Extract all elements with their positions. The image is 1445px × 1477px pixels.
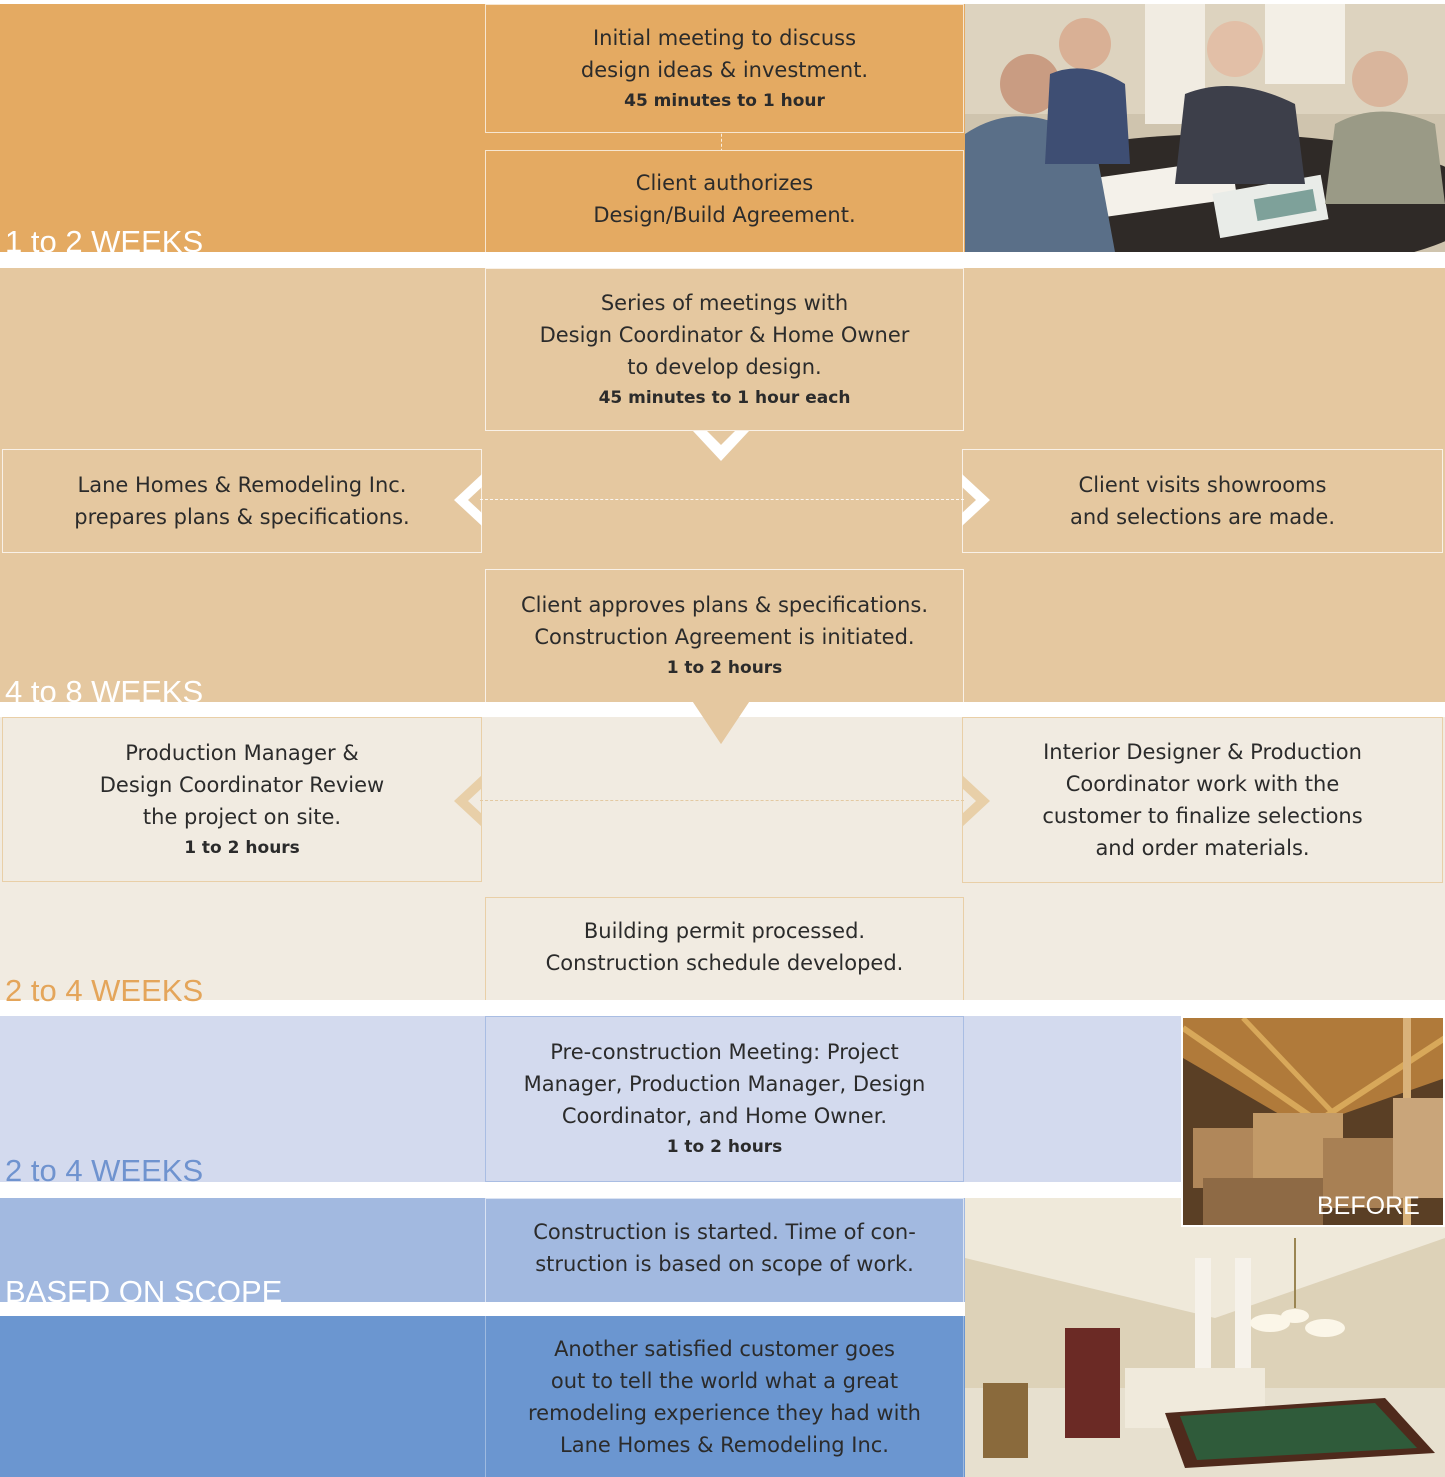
step-satisfied-customer: Another satisfied customer goes out to t… bbox=[485, 1316, 964, 1477]
step-text: Building permit processed. bbox=[583, 919, 866, 943]
step-text: customer to finalize selections bbox=[1042, 804, 1363, 828]
chevron-left-icon bbox=[454, 474, 482, 526]
chevron-down-icon bbox=[693, 702, 749, 744]
step-text: and selections are made. bbox=[1069, 505, 1336, 529]
step-text: Design Coordinator & Home Owner bbox=[539, 322, 910, 347]
step-approve-plans: Client approves plans & specifications. … bbox=[485, 569, 964, 702]
step-permit-schedule: Building permit processed. Construction … bbox=[485, 897, 964, 1000]
step-text: Design Coordinator Review bbox=[99, 772, 385, 797]
step-prepare-plans: Lane Homes & Remodeling Inc. prepares pl… bbox=[2, 449, 482, 553]
chevron-left-icon bbox=[454, 775, 482, 827]
before-label: BEFORE bbox=[1317, 1192, 1420, 1220]
step-text: Another satisfied customer goes bbox=[554, 1336, 895, 1361]
step-text: Construction is started. Time of con- bbox=[533, 1220, 916, 1244]
step-duration: 45 minutes to 1 hour each bbox=[598, 387, 851, 408]
step-duration: 45 minutes to 1 hour bbox=[624, 90, 825, 111]
stage-3-duration: 2 to 4 WEEKS bbox=[5, 973, 204, 1008]
step-showroom-selections: Client visits showrooms and selections a… bbox=[962, 449, 1443, 553]
step-duration: 1 to 2 hours bbox=[184, 837, 300, 858]
step-initial-meeting: Initial meeting to discuss design ideas … bbox=[485, 4, 964, 133]
stage-4-duration: 2 to 4 WEEKS bbox=[5, 1153, 204, 1188]
branch-connector bbox=[480, 499, 964, 500]
flow-connector bbox=[721, 252, 722, 268]
step-construction-started: Construction is started. Time of con- st… bbox=[485, 1198, 964, 1302]
step-text: design ideas & investment. bbox=[580, 57, 869, 82]
step-text: Initial meeting to discuss bbox=[592, 25, 857, 50]
step-text: Client authorizes bbox=[635, 171, 814, 195]
after-photo bbox=[965, 1198, 1445, 1477]
meeting-photo bbox=[965, 4, 1445, 252]
step-text: Lane Homes & Remodeling Inc. bbox=[560, 1432, 889, 1457]
step-text: out to tell the world what a great bbox=[550, 1368, 899, 1393]
step-design-meetings: Series of meetings with Design Coordinat… bbox=[485, 268, 964, 431]
step-text: Series of meetings with bbox=[600, 290, 849, 315]
step-text: remodeling experience they had with bbox=[527, 1400, 921, 1425]
step-text: Client approves plans & specifications. bbox=[520, 593, 929, 617]
branch-connector bbox=[480, 800, 964, 801]
step-text: Lane Homes & Remodeling Inc. bbox=[77, 473, 407, 497]
step-text: Construction schedule developed. bbox=[545, 951, 904, 975]
step-text: Pre-construction Meeting: Project bbox=[550, 1040, 899, 1064]
step-text: Construction Agreement is initiated. bbox=[534, 625, 915, 649]
step-text: Coordinator work with the bbox=[1065, 772, 1340, 796]
step-authorize-agreement: Client authorizes Design/Build Agreement… bbox=[485, 150, 964, 252]
step-text: struction is based on scope of work. bbox=[535, 1252, 914, 1276]
step-text: prepares plans & specifications. bbox=[74, 505, 410, 529]
chevron-down-icon bbox=[693, 431, 749, 461]
step-duration: 1 to 2 hours bbox=[666, 1137, 783, 1157]
step-text: to develop design. bbox=[627, 354, 822, 379]
step-text: Manager, Production Manager, Design bbox=[523, 1072, 926, 1096]
stage-1-duration: 1 to 2 WEEKS bbox=[5, 224, 204, 259]
stage-5-duration: BASED ON SCOPE bbox=[5, 1274, 283, 1309]
chevron-right-icon bbox=[962, 474, 990, 526]
step-text: Design/Build Agreement. bbox=[593, 203, 856, 227]
stage-2-duration: 4 to 8 WEEKS bbox=[5, 674, 204, 709]
chevron-right-icon bbox=[962, 775, 990, 827]
step-text: Client visits showrooms bbox=[1078, 473, 1327, 497]
step-text: the project on site. bbox=[142, 804, 342, 829]
step-site-review: Production Manager & Design Coordinator … bbox=[2, 717, 482, 882]
step-finalize-selections: Interior Designer & Production Coordinat… bbox=[962, 717, 1443, 883]
step-preconstruction-meeting: Pre-construction Meeting: Project Manage… bbox=[485, 1016, 964, 1182]
step-text: Production Manager & bbox=[125, 740, 359, 765]
step-text: and order materials. bbox=[1095, 836, 1310, 860]
step-duration: 1 to 2 hours bbox=[666, 658, 783, 678]
step-text: Coordinator, and Home Owner. bbox=[561, 1104, 888, 1128]
before-photo: BEFORE bbox=[1181, 1016, 1445, 1227]
step-text: Interior Designer & Production bbox=[1043, 740, 1362, 764]
